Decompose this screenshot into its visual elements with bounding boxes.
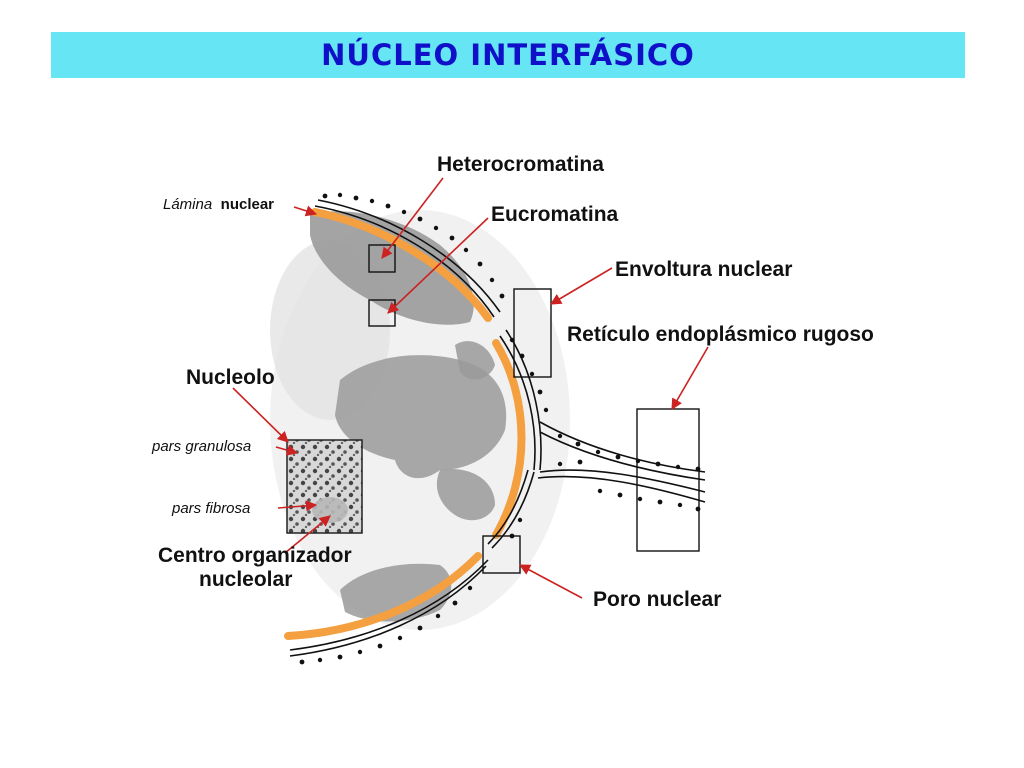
nuclear-lamina — [284, 208, 526, 640]
arrow-heterocromatina — [381, 177, 444, 259]
box-poro — [482, 535, 521, 574]
slide-title: NÚCLEO INTERFÁSICO — [321, 38, 695, 72]
arrow-centro — [284, 515, 331, 554]
label-heterocromatina: Heterocromatina — [437, 153, 604, 176]
label-poro-nuclear: Poro nuclear — [593, 588, 721, 611]
label-reticulo: Retículo endoplásmico rugoso — [567, 323, 874, 346]
arrow-lamina — [293, 205, 318, 217]
arrow-eucromatina — [387, 217, 489, 314]
label-eucromatina: Eucromatina — [491, 203, 619, 226]
label-lamina-nuclear: Lámina nuclear — [163, 196, 274, 213]
label-pars-granulosa: pars granulosa — [151, 438, 251, 455]
nucleolus-organizer-center — [312, 497, 348, 523]
label-nucleolar: nucleolar — [199, 568, 292, 591]
box-envoltura — [513, 288, 552, 378]
title-bar: NÚCLEO INTERFÁSICO — [51, 32, 965, 78]
arrow-poro — [519, 564, 583, 599]
arrow-envoltura — [550, 267, 613, 305]
arrow-pars-granulosa — [275, 444, 299, 456]
nuclear-envelope — [289, 199, 706, 657]
box-heterocromatina — [368, 244, 396, 273]
label-centro-organizador: Centro organizador — [158, 544, 352, 567]
label-arrows — [232, 177, 709, 599]
label-nucleolo: Nucleolo — [186, 366, 275, 389]
box-reticulo — [636, 408, 700, 552]
arrow-reticulo — [671, 346, 709, 410]
label-pars-fibrosa: pars fibrosa — [171, 500, 250, 517]
chromatin-masses — [310, 211, 507, 622]
arrow-nucleolo — [232, 387, 289, 443]
label-envoltura-nuclear: Envoltura nuclear — [615, 258, 792, 281]
highlight-boxes — [368, 244, 700, 574]
arrow-pars-fibrosa — [277, 500, 318, 512]
